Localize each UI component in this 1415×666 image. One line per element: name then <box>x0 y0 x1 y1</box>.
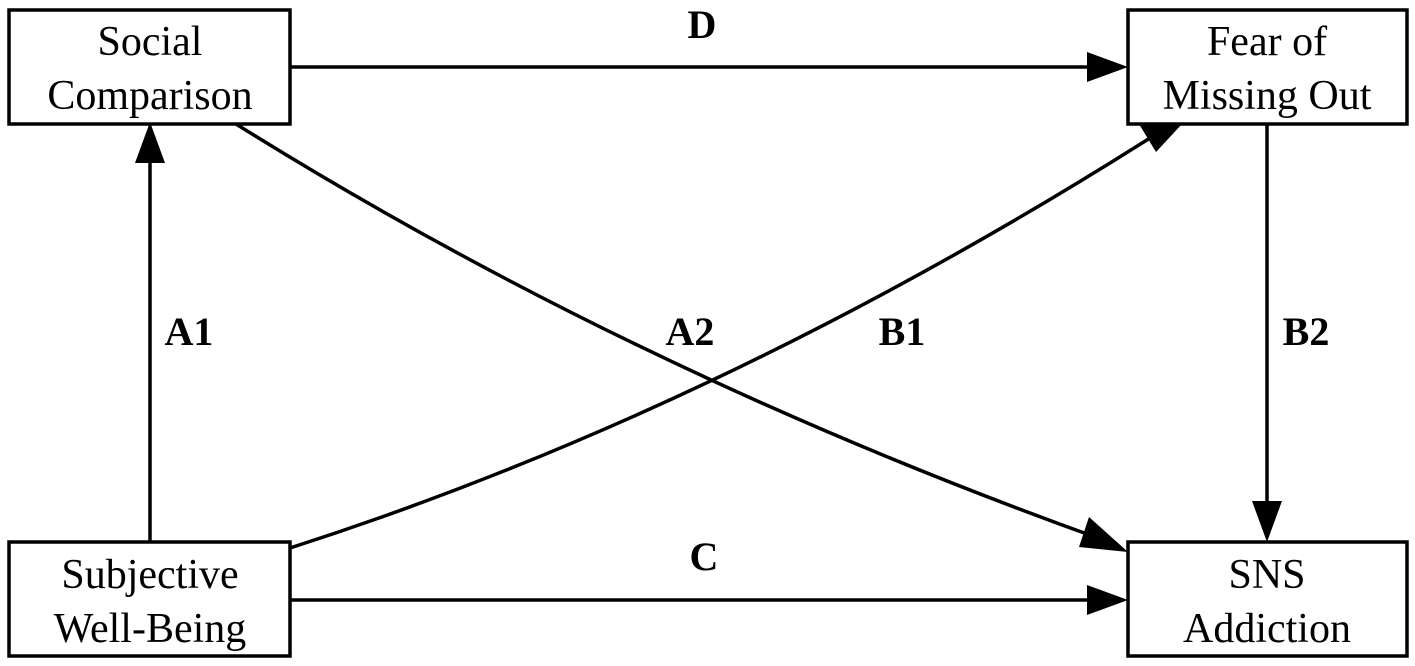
edge-b1 <box>289 124 1182 550</box>
node-sns-line1: SNS <box>1228 552 1305 598</box>
node-social-comparison-line1: Social <box>98 19 203 65</box>
arrowhead-a1 <box>135 122 165 163</box>
edge-c <box>290 585 1128 615</box>
edge-label-b2: B2 <box>1283 309 1330 354</box>
edge-b2 <box>1252 124 1282 542</box>
arrowhead-b1 <box>1139 124 1182 152</box>
node-social-comparison: Social Comparison <box>7 8 292 126</box>
arrowhead-d <box>1087 52 1128 82</box>
node-subjective-well-being: Subjective Well-Being <box>7 540 292 658</box>
edge-d <box>290 52 1128 82</box>
edge-a2 <box>235 122 1128 552</box>
node-fear-of-missing-out: Fear of Missing Out <box>1126 8 1409 126</box>
arrowhead-b2 <box>1252 501 1282 542</box>
node-swb-line1: Subjective <box>61 552 238 598</box>
node-sns-addiction: SNS Addiction <box>1126 540 1409 658</box>
arrowhead-c <box>1087 585 1128 615</box>
edge-label-a1: A1 <box>165 309 214 354</box>
edge-label-b1: B1 <box>879 309 926 354</box>
node-sns-line2: Addiction <box>1183 606 1351 652</box>
edge-label-d: D <box>688 2 717 47</box>
edge-label-a2: A2 <box>666 309 715 354</box>
node-fomo-line2: Missing Out <box>1163 73 1372 119</box>
arrowhead-a2 <box>1079 517 1128 552</box>
node-social-comparison-line2: Comparison <box>47 73 252 119</box>
edge-a1 <box>135 122 165 542</box>
node-swb-line2: Well-Being <box>54 606 247 652</box>
node-fomo-line1: Fear of <box>1207 19 1327 65</box>
edge-label-c: C <box>690 534 719 579</box>
